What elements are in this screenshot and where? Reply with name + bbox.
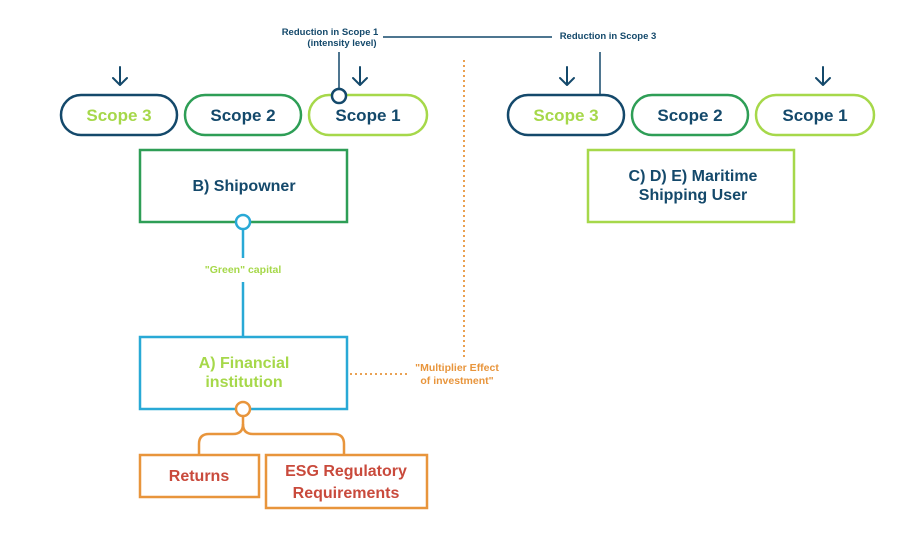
left-scope2-pill: Scope 2 — [183, 93, 303, 137]
left-scope1-pill: Scope 1 — [307, 93, 429, 137]
down-arrow-icon — [352, 66, 368, 86]
svg-text:Scope 2: Scope 2 — [657, 106, 722, 125]
svg-text:B) Shipowner: B) Shipowner — [192, 178, 295, 195]
down-arrow-icon — [815, 66, 831, 86]
annotation-multiplier: "Multiplier Effect — [415, 362, 499, 374]
svg-text:Scope 1: Scope 1 — [782, 106, 847, 125]
right-scope1-pill: Scope 1 — [754, 93, 876, 137]
svg-text:institution: institution — [205, 374, 282, 391]
svg-text:Scope 3: Scope 3 — [86, 106, 151, 125]
connector-node-icon — [234, 213, 252, 231]
esg-bracket — [241, 423, 346, 455]
svg-text:C) D) E) Maritime: C) D) E) Maritime — [629, 168, 758, 185]
svg-text:Returns: Returns — [169, 468, 230, 485]
svg-text:Scope 1: Scope 1 — [335, 106, 400, 125]
annotation-green-capital: "Green" capital — [205, 264, 282, 276]
connector-node-icon — [234, 400, 252, 418]
financial-institution-box: A) Financial institution — [138, 335, 349, 411]
down-arrow-icon — [112, 66, 128, 86]
esg-requirements-box: ESG Regulatory Requirements — [264, 453, 429, 510]
returns-bracket — [197, 416, 245, 455]
annotation-multiplier-sub: of investment" — [420, 375, 493, 387]
annotation-reduction-scope3: Reduction in Scope 3 — [560, 31, 657, 42]
annotation-reduction-scope1: Reduction in Scope 1 — [282, 27, 379, 38]
svg-text:ESG Regulatory: ESG Regulatory — [285, 463, 407, 480]
svg-text:Scope 3: Scope 3 — [533, 106, 598, 125]
right-scope2-pill: Scope 2 — [630, 93, 750, 137]
connector-node-icon — [330, 87, 348, 105]
annotation-reduction-scope1-sub: (intensity level) — [307, 38, 376, 49]
shipowner-box: B) Shipowner — [138, 148, 349, 224]
returns-box: Returns — [138, 453, 261, 499]
svg-text:Requirements: Requirements — [293, 485, 400, 502]
svg-text:Scope 2: Scope 2 — [210, 106, 275, 125]
maritime-shipping-user-box: C) D) E) Maritime Shipping User — [586, 148, 796, 224]
svg-text:A) Financial: A) Financial — [199, 355, 290, 372]
svg-text:Shipping User: Shipping User — [639, 187, 747, 204]
left-scope3-pill: Scope 3 — [59, 93, 179, 137]
right-scope3-pill: Scope 3 — [506, 93, 626, 137]
down-arrow-icon — [559, 66, 575, 86]
